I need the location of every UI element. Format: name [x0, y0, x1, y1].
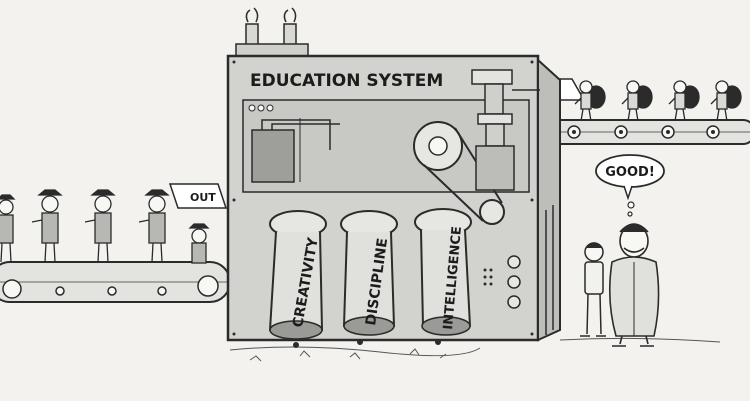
machine-title: EDUCATION SYSTEM — [250, 71, 443, 91]
education-machine: EDUCATION SYSTEM — [226, 7, 561, 348]
small-boy — [580, 242, 606, 337]
pipe-discipline: DISCIPLINE — [340, 210, 398, 345]
graduate-figure — [138, 189, 170, 263]
pipe-intelligence: INTELLIGENCE — [414, 208, 472, 345]
child-figure — [668, 80, 700, 122]
panel-dots — [248, 104, 274, 112]
child-figure — [574, 80, 606, 122]
piston-column — [471, 69, 540, 191]
graduate-figure — [84, 189, 116, 263]
graduate-figure — [188, 223, 210, 264]
graduates-output — [0, 189, 210, 264]
child-figure — [621, 80, 653, 122]
graduate-figure — [0, 194, 16, 263]
machine-side — [537, 57, 561, 342]
input-conveyor — [539, 119, 750, 145]
pulley-gear — [413, 121, 505, 225]
output-conveyor — [0, 261, 231, 303]
children-input — [574, 80, 742, 122]
control-knobs — [507, 255, 521, 309]
child-figure — [710, 80, 742, 122]
big-man — [608, 223, 660, 347]
speech-bubble: GOOD! — [595, 154, 665, 217]
out-label: OUT — [190, 191, 216, 204]
grid-block — [251, 129, 295, 183]
graduate-figure — [31, 189, 63, 263]
chimneys — [245, 7, 297, 47]
out-sign: OUT — [168, 183, 228, 209]
ground — [229, 337, 721, 362]
vent-dots — [483, 268, 493, 286]
rivets — [232, 60, 534, 336]
speech-text: GOOD! — [605, 165, 655, 180]
pipe-creativity: CREATIVITY — [268, 210, 327, 348]
